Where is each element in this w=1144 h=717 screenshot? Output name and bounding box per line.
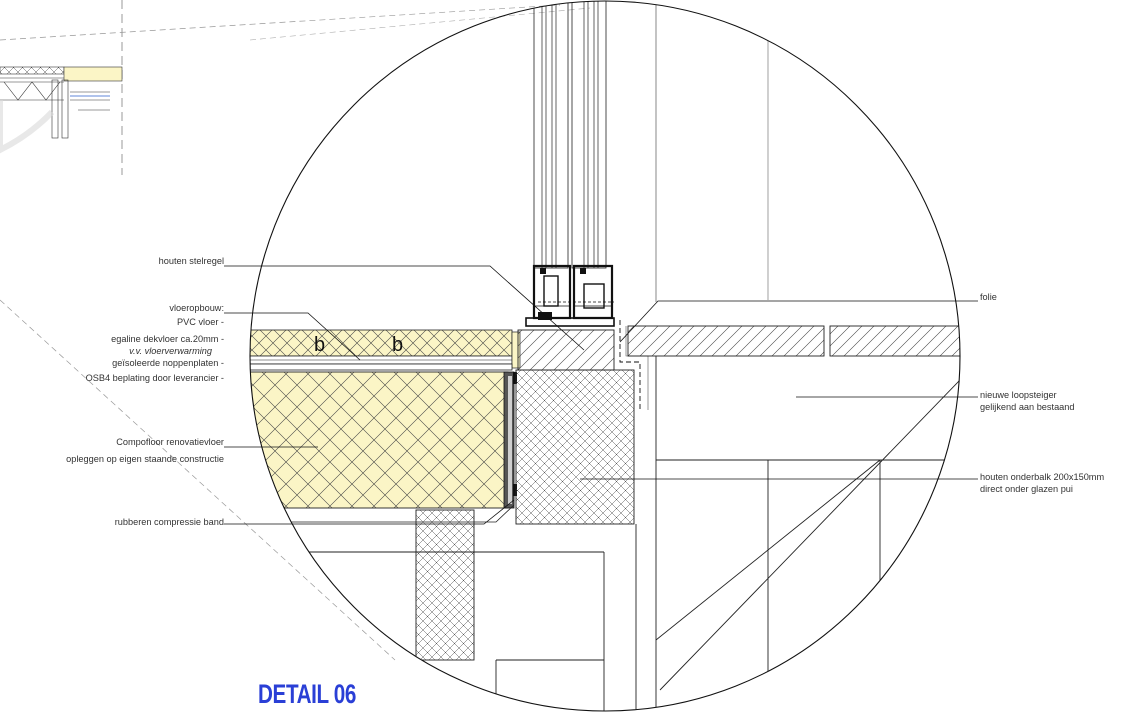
label-vloeropbouw-line-3: v.v. vloerverwarming xyxy=(129,346,213,356)
label-loopsteiger-2: gelijkend aan bestaand xyxy=(980,402,1075,412)
hatch-letter-2: b xyxy=(392,334,403,356)
label-vloeropbouw-heading: vloeropbouw: xyxy=(169,303,224,313)
loopsteiger xyxy=(627,325,960,711)
label-vloeropbouw-line-5: OSB4 beplating door leverancier - xyxy=(86,373,224,383)
detail-content xyxy=(250,1,960,711)
label-folie: folie xyxy=(980,292,997,302)
overview-sketch xyxy=(0,0,561,175)
label-rubberen: rubberen compressie band xyxy=(115,517,224,527)
label-onderbalk-1: houten onderbalk 200x150mm xyxy=(980,472,1104,482)
houten-stelregel-block xyxy=(517,329,615,371)
folie-line xyxy=(619,320,641,410)
label-vloeropbouw-line-2: egaline dekvloer ca.20mm - xyxy=(111,334,224,344)
window-frame xyxy=(525,1,615,327)
label-loopsteiger-1: nieuwe loopsteiger xyxy=(980,390,1057,400)
leader-dashed-1 xyxy=(0,299,396,661)
houten-onderbalk xyxy=(515,369,635,525)
leader-lines xyxy=(224,265,978,525)
label-vloeropbouw-line-1: PVC vloer - xyxy=(177,317,224,327)
compofloor-panel xyxy=(250,371,517,523)
label-vloeropbouw-line-4: geïsoleerde noppenplaten - xyxy=(112,358,224,368)
label-compofloor-2: opleggen op eigen staande constructie xyxy=(66,454,224,464)
detail-circle-icon xyxy=(249,0,961,712)
label-onderbalk-2: direct onder glazen pui xyxy=(980,484,1073,494)
leader-dashed-2 xyxy=(249,7,591,41)
label-compofloor-1: Compofloor renovatievloer xyxy=(116,437,224,447)
hatch-letter-1: b xyxy=(314,334,325,356)
floor-buildup xyxy=(250,329,521,371)
detail-title: DETAIL 06 xyxy=(258,679,356,709)
label-houten-stelregel: houten stelregel xyxy=(159,256,224,266)
